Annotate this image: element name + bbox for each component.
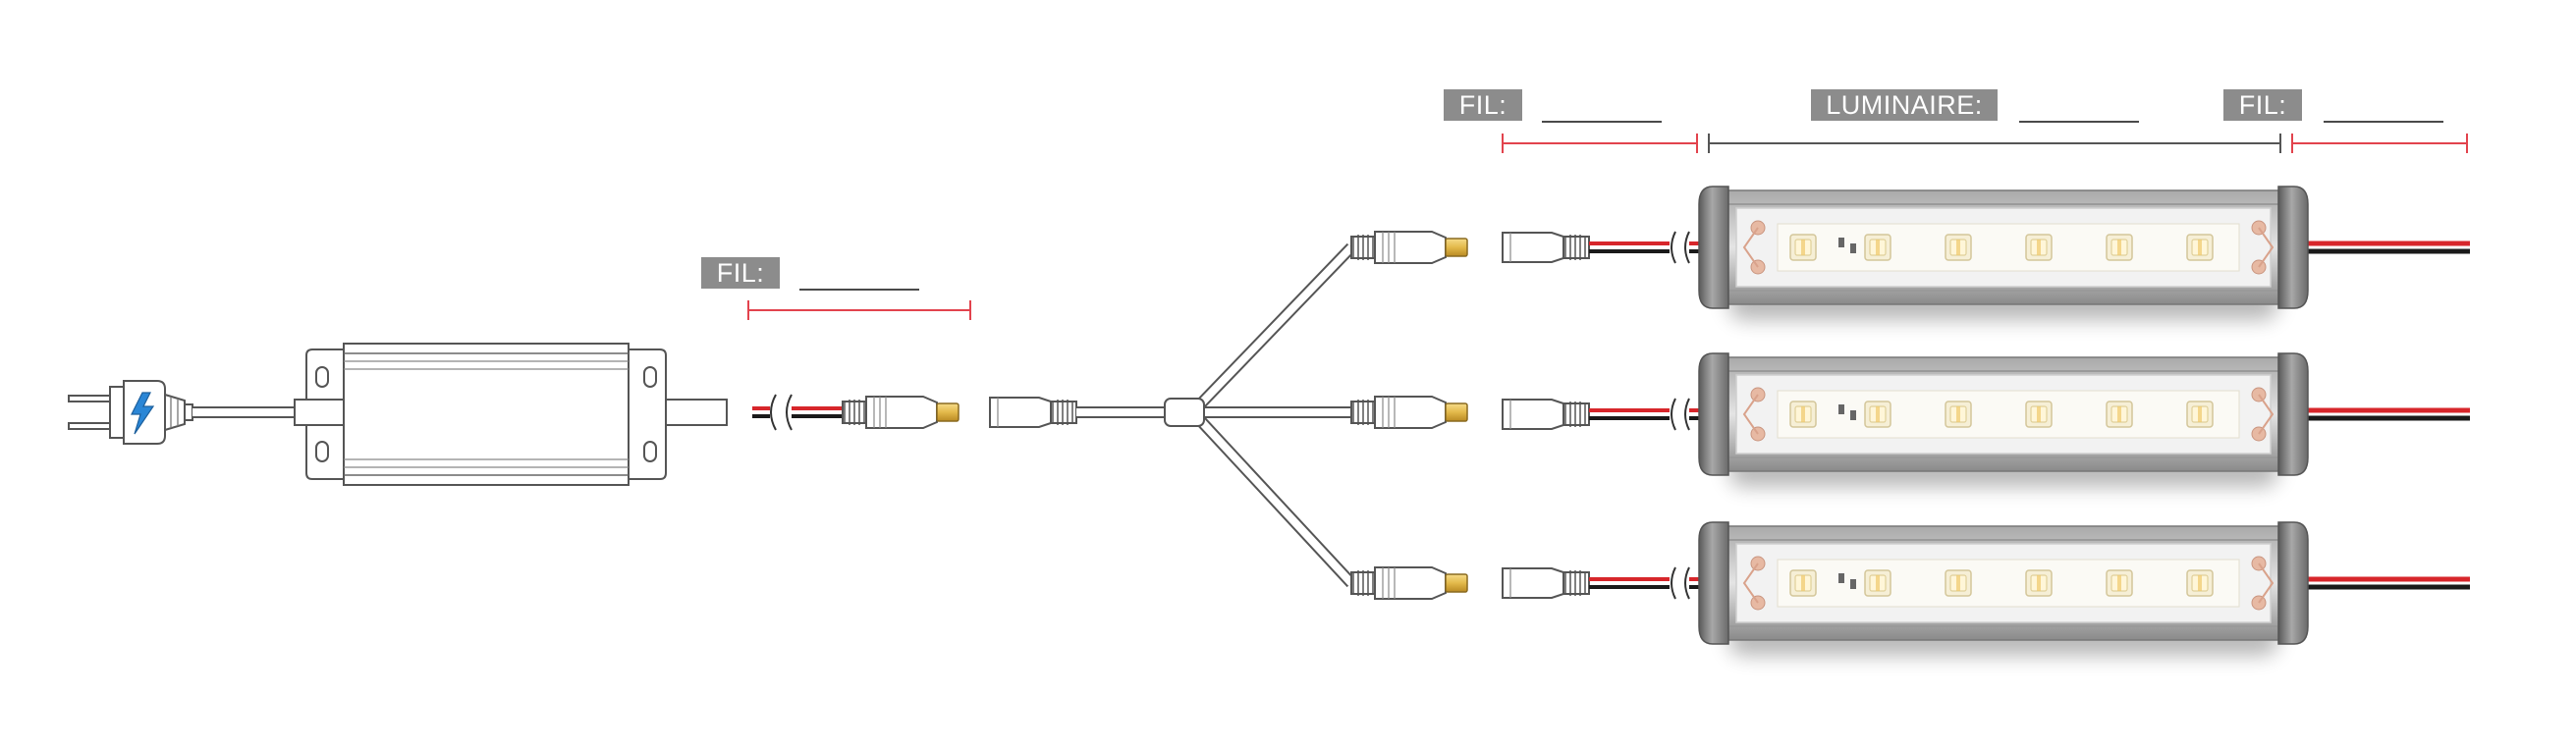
- luminaire-label: LUMINAIRE:: [1811, 89, 1998, 121]
- led-icon: [2025, 234, 2053, 261]
- plug-icon: [68, 380, 193, 445]
- bar-pcb: [1777, 559, 2240, 608]
- led-icon: [2025, 569, 2053, 597]
- connector-icon: [1351, 397, 1467, 428]
- measure-line-mid: [1502, 134, 1698, 153]
- end-cap-left: [1698, 352, 1729, 476]
- connector-icon: [1503, 233, 1589, 262]
- led-icon: [2106, 569, 2133, 597]
- connector-icon: [1351, 232, 1467, 263]
- power-adapter-icon: [294, 343, 728, 486]
- wire-mid-blank: [1542, 121, 1662, 123]
- bar-pcb: [1777, 390, 2240, 439]
- wire-left-segment: [752, 394, 843, 431]
- resistor: [1850, 243, 1856, 253]
- resistor: [1850, 579, 1856, 589]
- end-cap-left: [1698, 521, 1729, 645]
- led-icon: [1864, 401, 1891, 428]
- led-icon: [1864, 234, 1891, 261]
- led-bar-icon: [1698, 521, 2470, 656]
- end-cap-right: [2277, 352, 2309, 476]
- led-icon: [1945, 234, 1972, 261]
- led-icon: [2186, 401, 2214, 428]
- wire-left-blank: [799, 289, 919, 291]
- luminaire-input-1: [1503, 231, 1707, 264]
- resistor: [1838, 573, 1844, 583]
- connector-icon: [843, 397, 959, 428]
- connector-icon: [1503, 568, 1589, 598]
- led-icon: [1945, 401, 1972, 428]
- led-icon: [2025, 401, 2053, 428]
- led-icon: [1945, 569, 1972, 597]
- connector-icon: [990, 398, 1076, 427]
- led-icon: [1864, 569, 1891, 597]
- end-cap-left: [1698, 186, 1729, 309]
- end-cap-right: [2277, 186, 2309, 309]
- end-cap-right: [2277, 521, 2309, 645]
- resistor: [1838, 238, 1844, 247]
- splitter-icon: [1076, 242, 1356, 588]
- wire-right-blank: [2324, 121, 2443, 123]
- measure-line-left: [747, 300, 971, 320]
- resistor: [1850, 410, 1856, 420]
- wire-right-label: FIL:: [2223, 89, 2302, 121]
- wire-left-label: FIL:: [701, 257, 780, 289]
- led-icon: [1789, 234, 1817, 261]
- led-icon: [1789, 569, 1817, 597]
- connector-icon: [1503, 400, 1589, 429]
- led-bar-icon: [1698, 186, 2470, 320]
- luminaire-input-2: [1503, 398, 1707, 431]
- led-icon: [2106, 234, 2133, 261]
- luminaire-input-3: [1503, 566, 1707, 600]
- measure-line-right: [2291, 134, 2468, 153]
- connector-icon: [1351, 567, 1467, 599]
- led-bar-icon: [1698, 352, 2470, 487]
- wire-mid-label: FIL:: [1444, 89, 1522, 121]
- lightning-icon: [131, 392, 155, 435]
- led-icon: [2186, 234, 2214, 261]
- led-icon: [1789, 401, 1817, 428]
- led-icon: [2106, 401, 2133, 428]
- bar-pcb: [1777, 223, 2240, 272]
- luminaire-blank: [2019, 121, 2139, 123]
- measure-line-luminaire: [1708, 134, 2281, 153]
- resistor: [1838, 404, 1844, 414]
- led-icon: [2186, 569, 2214, 597]
